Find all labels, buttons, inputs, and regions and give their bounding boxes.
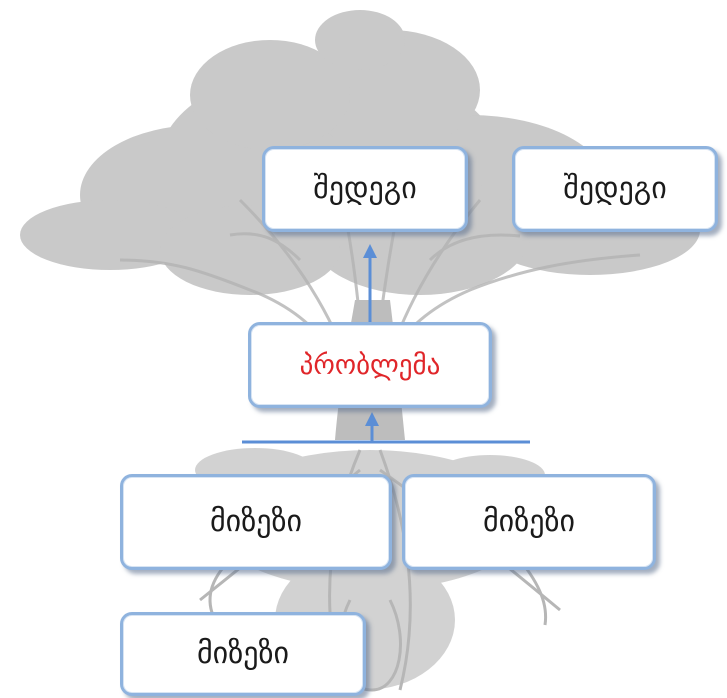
cause-box-2: მიზეზი bbox=[402, 474, 656, 570]
cause-box-1: მიზეზი bbox=[120, 474, 392, 570]
arrowhead-up-icon bbox=[363, 244, 377, 258]
problem-label: პრობლემა bbox=[299, 349, 441, 381]
problem-box: პრობლემა bbox=[248, 322, 492, 408]
cause-label: მიზეზი bbox=[197, 636, 289, 671]
cause-label: მიზეზი bbox=[483, 504, 575, 539]
cause-box-3: მიზეზი bbox=[120, 612, 366, 696]
effect-label: შედეგი bbox=[563, 171, 667, 206]
cause-label: მიზეზი bbox=[210, 504, 302, 539]
effect-label: შედეგი bbox=[313, 171, 417, 206]
arrowhead-up-icon bbox=[365, 412, 379, 426]
effect-box-2: შედეგი bbox=[512, 146, 718, 232]
effect-box-1: შედეგი bbox=[262, 146, 468, 232]
connectors bbox=[242, 244, 530, 444]
